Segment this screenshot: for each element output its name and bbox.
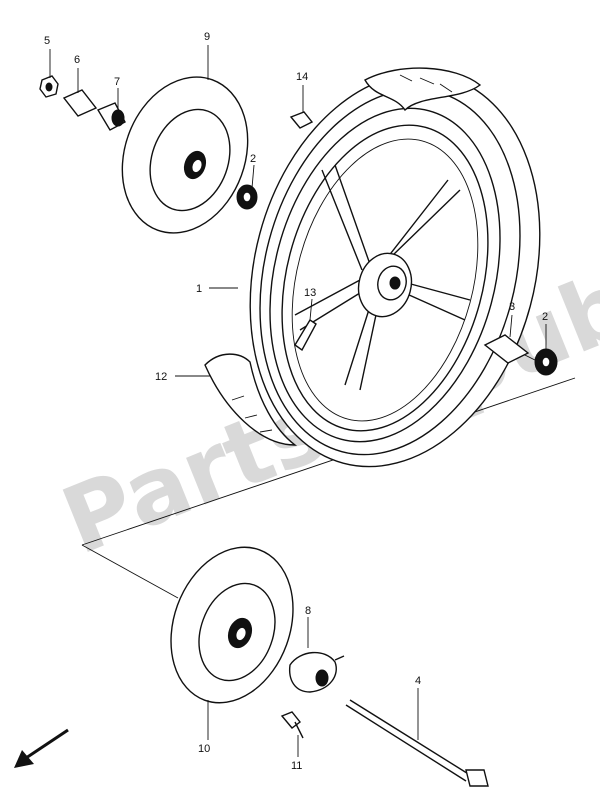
callout-14: 14 [296,71,308,83]
callouts: 5 6 7 9 14 2 1 13 3 2 12 8 4 10 11 [44,31,548,772]
collar-part [96,102,126,131]
axle-part [345,699,489,787]
speedometer-gearbox-part [288,651,345,693]
callout-10: 10 [198,743,210,755]
callout-2-right: 2 [542,311,548,323]
callout-3: 3 [509,301,515,313]
callout-11: 11 [291,760,302,772]
callout-13: 13 [304,287,316,299]
nut-part [39,75,59,98]
balance-weight-part [289,111,314,129]
callout-6: 7 [114,76,120,88]
bearing-top-part [236,184,258,210]
callout-2-top: 2 [250,153,256,165]
brake-disc-bottom [170,546,294,704]
disc-bolt-part [280,711,304,739]
callout-5: 5 [44,35,50,47]
bearing-right-part [534,348,558,376]
spacer-sleeve-part [62,89,98,117]
spacer-part [483,334,530,364]
callout-12: 12 [155,371,167,383]
callout-1: 1 [196,283,202,295]
valve-part [294,319,317,352]
callout-7: 6 [74,54,80,66]
arrow-down-left-icon [14,728,69,768]
callout-4: 4 [415,675,421,687]
front-wheel [204,67,541,468]
leader-lines [49,45,547,757]
callout-8: 8 [305,605,311,617]
callout-9: 9 [204,31,210,43]
brake-disc-top [121,76,249,234]
